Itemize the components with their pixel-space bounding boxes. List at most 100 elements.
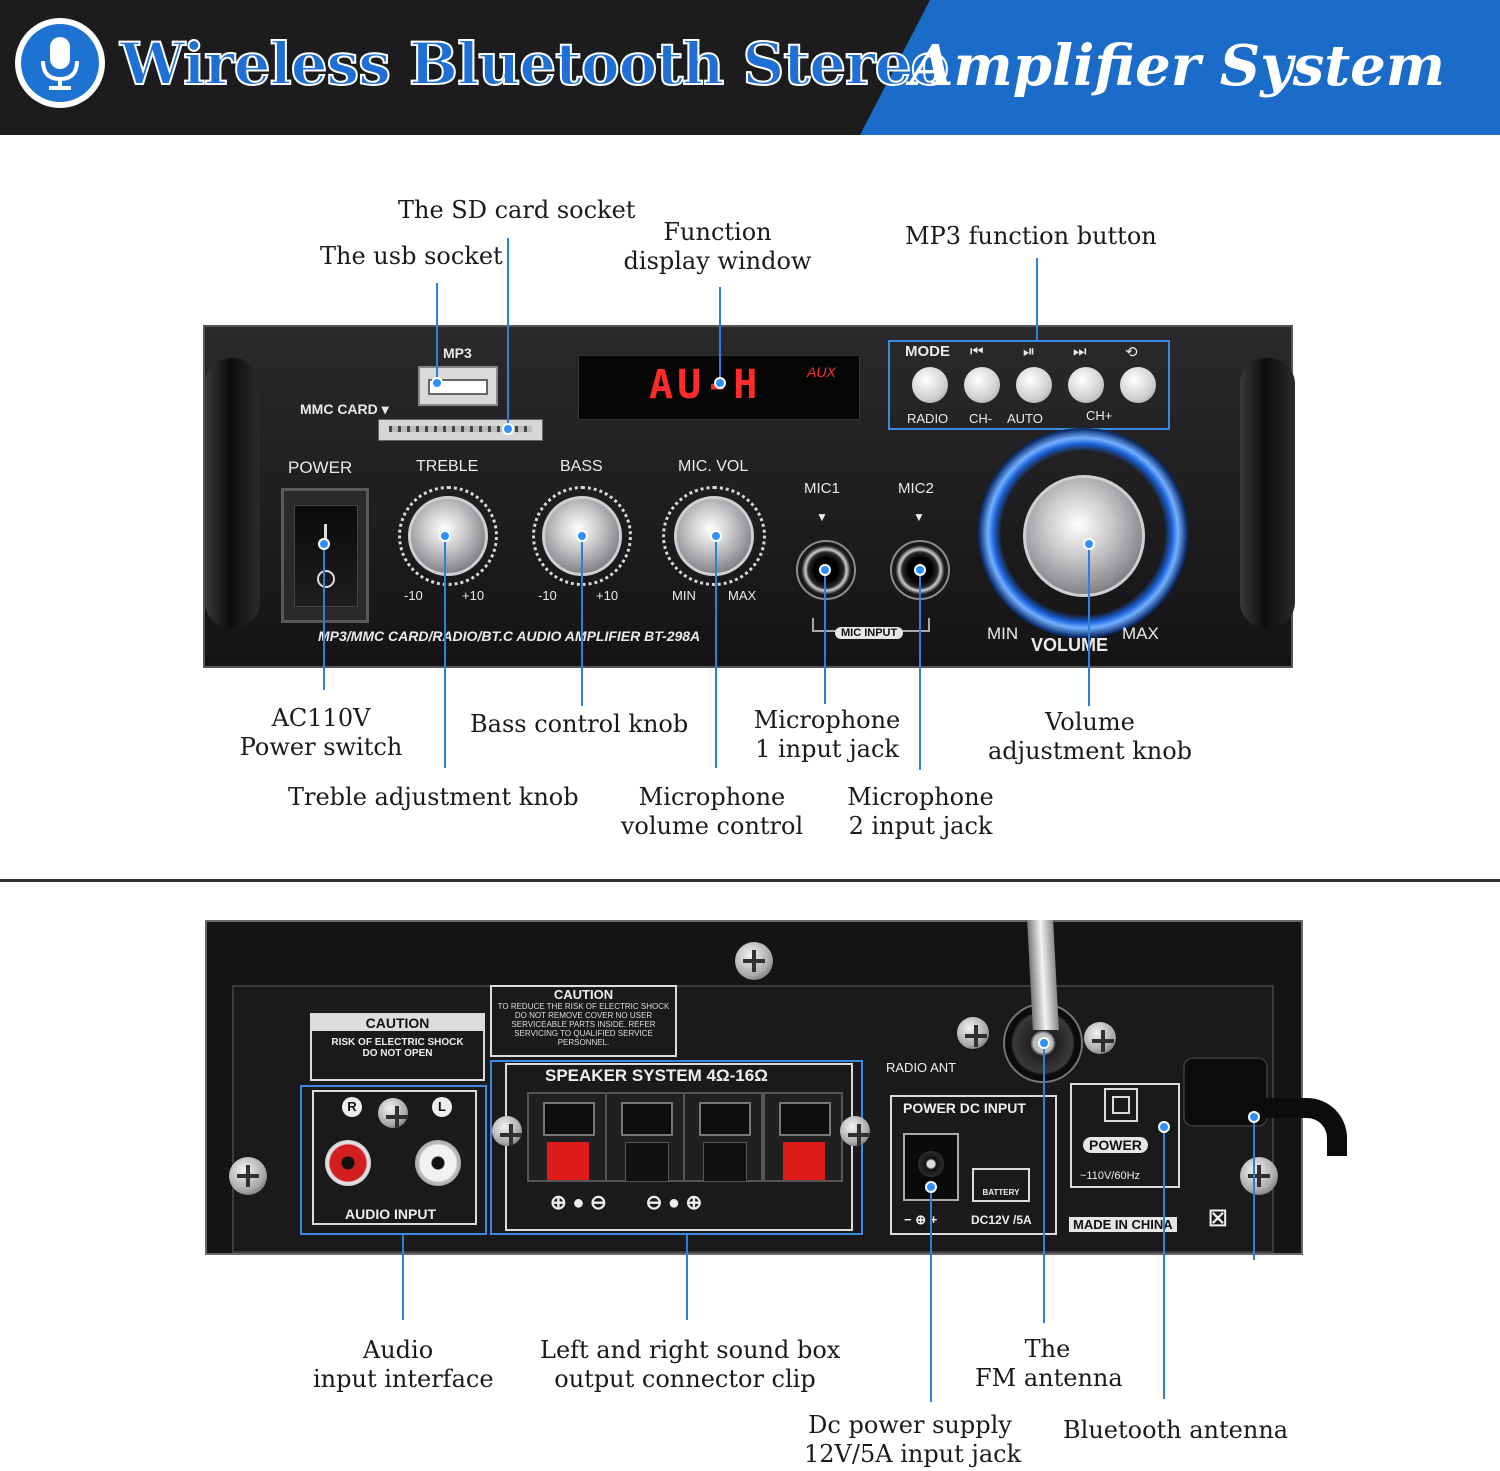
screw-speaker-left-icon [492,1116,522,1146]
header-subtitle: Amplifier System [910,33,1446,99]
double-insulation-icon [1104,1088,1138,1122]
bass-silk: BASS [560,458,603,475]
header-blue-panel [860,0,1500,135]
mode-silk: MODE [905,343,950,360]
power-switch[interactable] [281,488,369,623]
next-icon: ⏭ [1073,343,1087,360]
speaker-frame [490,1060,863,1235]
screw-left-icon [229,1157,267,1195]
label-bass-knob: Bass control knob [470,710,689,738]
bass-max: +10 [596,588,619,603]
treble-scale [398,486,498,586]
prev-icon: ⏮ [970,343,984,360]
mic1-arrow-icon: ▼ [816,510,828,524]
right-handle [1240,358,1295,628]
dot-bass [576,530,588,542]
speaker-clip-r-minus[interactable] [605,1092,685,1182]
aux-indicator: AUX [807,364,836,380]
audio-input-frame [300,1085,487,1235]
left-handle [205,358,260,628]
power-dc-silk: POWER DC INPUT [903,1100,1026,1116]
dot-treble [439,530,451,542]
mic1-silk: MIC1 [804,480,840,497]
polarity-icons: ⊕ ● ⊖ ⊖ ● ⊕ [550,1192,703,1214]
made-in-china-badge: MADE IN CHINA [1069,1217,1177,1232]
screw-speaker-right-icon [840,1116,870,1146]
audio-input-silk: AUDIO INPUT [345,1206,436,1222]
play-pause-icon: ⏯ [1023,343,1036,360]
ch-plus-silk: CH+ [1086,408,1113,423]
speaker-system-silk: SPEAKER SYSTEM 4Ω-16Ω [545,1066,768,1085]
screw-audio-icon [378,1098,408,1128]
repeat-button[interactable] [1120,367,1156,403]
volume-min: MIN [987,624,1019,643]
leader-sd [507,238,509,429]
header-title: Wireless Bluetooth Stereo [119,29,950,99]
dot-cord [1248,1111,1260,1123]
mic-input-badge: MIC INPUT [835,627,904,639]
dot-mic1 [819,564,831,576]
caution-label-2: CAUTION RISK OF ELECTRIC SHOCK DO NOT OP… [310,1013,485,1081]
bass-min: -10 [538,588,557,603]
dc-spec-silk: DC12V /5A [971,1213,1032,1227]
usb-socket[interactable] [418,366,498,406]
treble-min: -10 [404,588,423,603]
dc-polarity-icon: − ⊕ + [904,1212,938,1227]
l-badge: L [432,1097,452,1117]
leader-speaker [686,1235,688,1320]
leader-treble [444,536,446,768]
speaker-clip-l-plus[interactable] [763,1092,843,1182]
power-dc-frame [890,1095,1057,1235]
label-bluetooth-antenna: Bluetooth antenna [1063,1416,1289,1444]
speaker-plate [505,1063,853,1231]
radio-ant-silk: RADIO ANT [886,1060,957,1075]
screw-antenna-right-icon [1084,1022,1116,1054]
play-auto-button[interactable] [1016,367,1052,403]
dot-volume [1083,538,1095,550]
label-usb-socket: The usb socket [320,242,503,270]
leader-micvol [715,536,717,768]
dot-fm [1038,1037,1050,1049]
sd-card-slot[interactable] [378,419,543,441]
leader-mic2 [919,570,921,770]
mic2-arrow-icon: ▼ [913,510,925,524]
next-ch-plus-button[interactable] [1068,367,1104,403]
label-sd-socket: The SD card socket [398,196,636,224]
section-divider [0,879,1500,882]
mic-vol-min: MIN [672,588,696,603]
caution-label-1: CAUTION TO REDUCE THE RISK OF ELECTRIC S… [490,985,677,1057]
rca-left-jack[interactable] [415,1140,461,1186]
weee-bin-icon: ☒ [1208,1206,1228,1231]
dot-micvol [710,530,722,542]
volume-knob[interactable] [1023,475,1145,597]
leader-mic1 [824,570,826,704]
mp3-button-group [888,340,1170,430]
dot-sd [502,423,514,435]
prev-ch-minus-button[interactable] [964,367,1000,403]
rca-right-jack[interactable] [325,1140,371,1186]
microphone-icon [15,18,105,108]
speaker-clip-l-minus[interactable] [683,1092,763,1182]
mic-vol-scale [662,486,766,586]
leader-display [719,287,721,383]
ac-spec-silk: ~110V/60Hz [1080,1170,1141,1182]
r-badge: R [342,1097,362,1117]
mode-radio-button[interactable] [912,367,948,403]
dot-power [318,538,330,550]
leader-fm [1043,1043,1045,1323]
power-mark-frame [1070,1083,1180,1188]
leader-volume [1088,544,1090,706]
dot-mic2 [914,564,926,576]
leader-audio [402,1235,404,1320]
dot-bt [1158,1121,1170,1133]
volume-silk: VOLUME [1031,635,1109,655]
speaker-clip-r-plus[interactable] [527,1092,607,1182]
treble-max: +10 [462,588,485,603]
power-badge: POWER [1083,1137,1148,1153]
